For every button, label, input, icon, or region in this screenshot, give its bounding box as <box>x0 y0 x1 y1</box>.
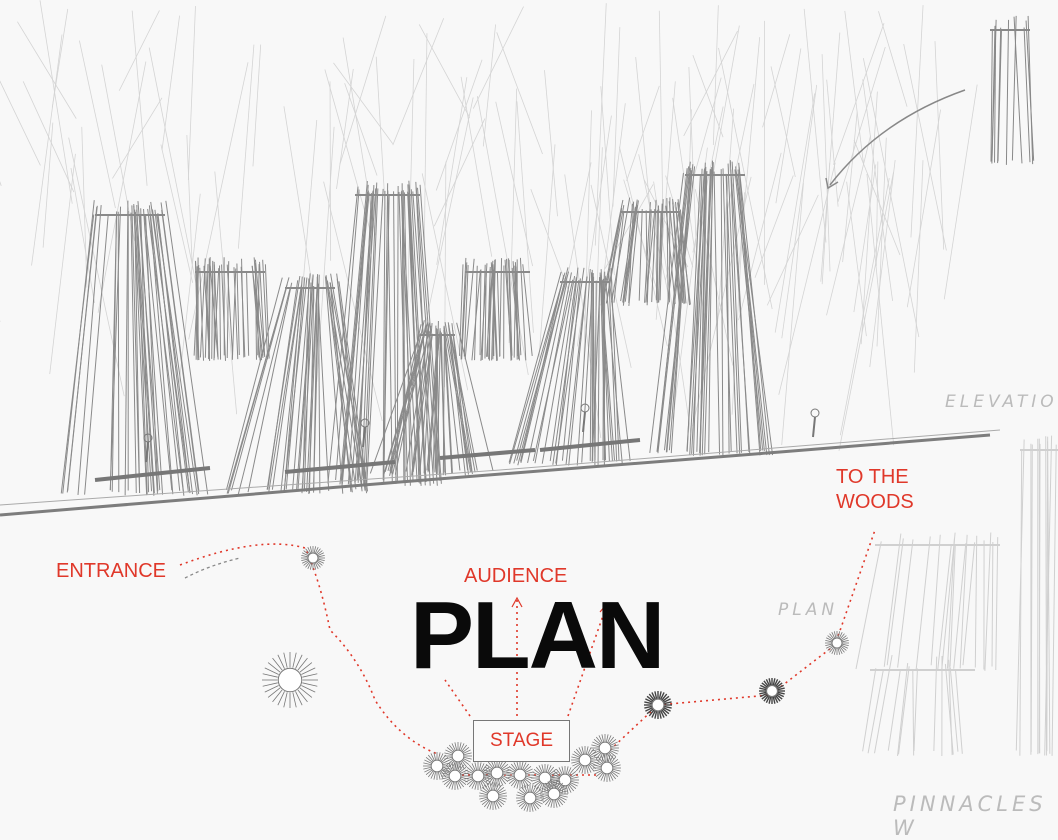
to-the-woods-label-2: WOODS <box>836 491 914 513</box>
to-the-woods-label-1: TO THE <box>836 466 909 488</box>
plant-stage-4 <box>483 759 511 787</box>
pinnacle-2 <box>194 257 269 361</box>
faint-pinnacle-upper <box>856 533 1000 671</box>
stage-label: STAGE <box>490 730 553 752</box>
faint-pinnacle-edge <box>1016 436 1058 756</box>
faint-pinnacle-lower <box>863 655 975 756</box>
stage-box: STAGE <box>473 720 570 762</box>
handwritten-pinnacles: PINNACLES W <box>893 792 1058 840</box>
figure-head-4 <box>811 409 819 417</box>
plan-title: PLAN <box>410 594 663 678</box>
plant-entrance <box>301 546 325 570</box>
pinnacle-9 <box>650 160 773 456</box>
entrance-label: ENTRANCE <box>56 560 166 582</box>
plant-path-3 <box>825 631 849 655</box>
pinnacle-1 <box>61 200 207 496</box>
arrow-icon <box>830 90 965 185</box>
faint-plan-plant <box>262 652 318 708</box>
figure-body-3 <box>583 412 585 432</box>
handwritten-elevation: ELEVATION <box>945 392 1058 412</box>
plant-path-1 <box>644 691 672 719</box>
entrance-path <box>180 544 440 755</box>
plant-path-2 <box>759 678 785 704</box>
small-pinnacle-icon <box>990 16 1034 165</box>
pinnacle-6 <box>460 258 533 361</box>
handwritten-plan: PLAN <box>778 600 838 620</box>
figure-body-4 <box>813 417 815 437</box>
